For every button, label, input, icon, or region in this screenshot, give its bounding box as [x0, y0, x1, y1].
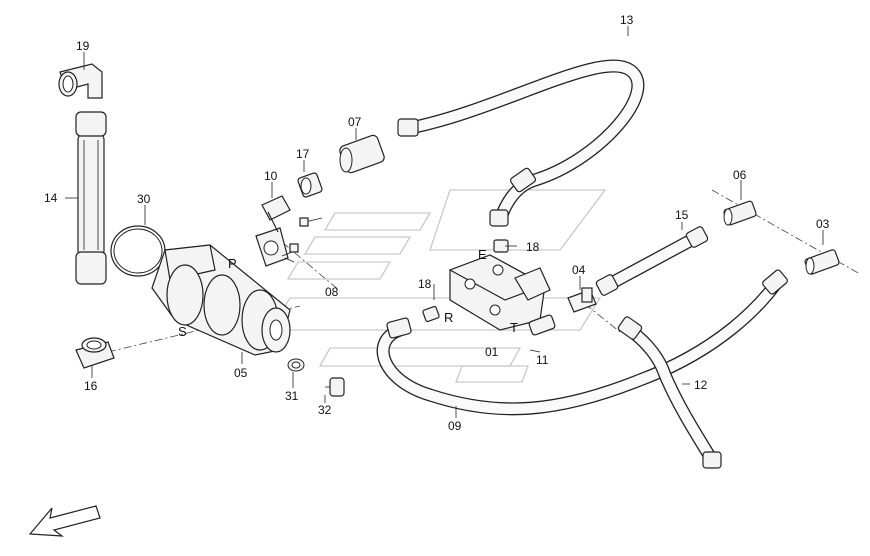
- fitting-18b: [422, 305, 440, 323]
- label-04: 04: [572, 263, 586, 277]
- o-ring-30: [110, 225, 166, 277]
- label-30: 30: [137, 192, 151, 206]
- plug-32: [325, 377, 345, 397]
- label-18b: 18: [418, 277, 432, 291]
- label-17: 17: [296, 147, 310, 161]
- label-32: 32: [318, 403, 332, 417]
- port-t: T: [510, 320, 518, 335]
- seal-31: [287, 358, 305, 372]
- port-labels: P S E R T: [178, 247, 518, 339]
- label-12: 12: [694, 378, 708, 392]
- part-labels: 19 14 30 16 05 31 32 10 17 07 08 13 18 1…: [44, 13, 830, 433]
- port-p: P: [228, 256, 237, 271]
- port-e: E: [478, 247, 487, 262]
- label-01: 01: [485, 345, 499, 359]
- label-05: 05: [234, 366, 248, 380]
- hose-12: [617, 316, 722, 469]
- elbow-19: [58, 63, 103, 99]
- hose-09: [376, 269, 788, 416]
- filter-07: [339, 134, 385, 174]
- fitting-06: [723, 200, 757, 226]
- label-19: 19: [76, 39, 90, 53]
- flange-16: [75, 337, 115, 369]
- pump-05: [151, 244, 291, 356]
- fitting-03: [804, 249, 840, 275]
- hose-13: [397, 59, 645, 227]
- label-03: 03: [816, 217, 830, 231]
- fitting-10: [255, 195, 323, 267]
- label-10: 10: [264, 169, 278, 183]
- fitting-11: [528, 314, 556, 336]
- label-06: 06: [733, 168, 747, 182]
- label-18a: 18: [526, 240, 540, 254]
- label-16: 16: [84, 379, 98, 393]
- label-31: 31: [285, 389, 299, 403]
- label-09: 09: [448, 419, 462, 433]
- label-15: 15: [675, 208, 689, 222]
- port-s: S: [178, 324, 187, 339]
- tee-04: [567, 287, 597, 313]
- label-13: 13: [620, 13, 634, 27]
- fitting-17: [297, 172, 323, 198]
- label-14: 14: [44, 191, 58, 205]
- leader-lines: [65, 26, 824, 418]
- hose-15: [595, 226, 709, 296]
- hose-14: [75, 111, 107, 285]
- label-07: 07: [348, 115, 362, 129]
- port-r: R: [444, 310, 453, 325]
- arrow-down-left-icon: [28, 505, 101, 537]
- valve-block-01: [448, 254, 551, 331]
- label-08: 08: [325, 285, 339, 299]
- label-11: 11: [536, 353, 549, 367]
